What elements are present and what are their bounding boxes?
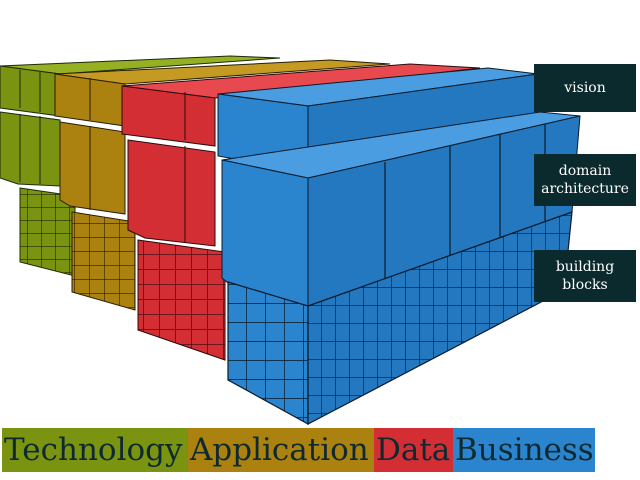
data-stack [121, 63, 481, 361]
building-blocks-label: building blocks [534, 250, 636, 302]
application-stack [54, 59, 391, 311]
domain-label-line2: architecture [541, 181, 629, 197]
technology-stack [0, 55, 281, 277]
legend-business: Business [453, 428, 595, 472]
legend-application: Application [188, 428, 374, 472]
vision-label: vision [534, 64, 636, 112]
blocks-label-line2: blocks [562, 277, 608, 293]
legend-data: Data [374, 428, 453, 472]
legend-technology: Technology [2, 428, 188, 472]
layer-legend: Technology Application Data Business [2, 428, 595, 472]
business-stack [217, 67, 581, 426]
vision-label-text: vision [564, 80, 606, 96]
blocks-label-line1: building [555, 259, 615, 275]
domain-label-line1: domain [558, 163, 612, 179]
domain-architecture-label: domain architecture [534, 154, 636, 206]
